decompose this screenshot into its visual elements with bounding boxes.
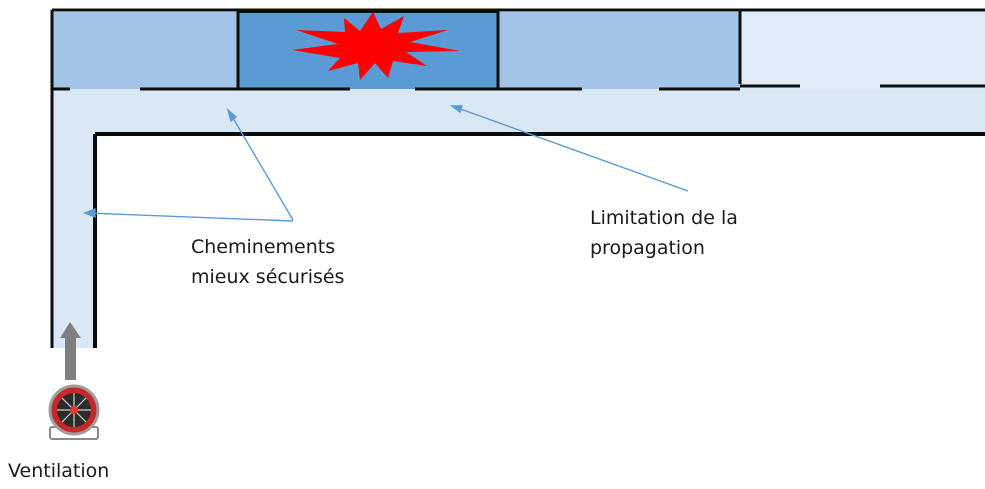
corridor bbox=[52, 89, 985, 348]
label-limitation-line1: Limitation de la bbox=[590, 207, 738, 229]
label-cheminements: Cheminements mieux sécurisés bbox=[191, 232, 344, 292]
airflow-arrow-icon bbox=[60, 322, 81, 380]
arrow-to-corridor-left bbox=[87, 212, 294, 222]
arrow-to-corridor-top bbox=[229, 112, 294, 221]
fire-burst-icon bbox=[292, 12, 460, 80]
label-cheminements-line1: Cheminements bbox=[191, 236, 336, 258]
arrow-head-1 bbox=[226, 107, 238, 123]
annotation-arrows bbox=[83, 105, 689, 222]
label-limitation-line2: propagation bbox=[590, 237, 705, 259]
label-cheminements-line2: mieux sécurisés bbox=[191, 266, 345, 288]
arrow-head-3 bbox=[449, 105, 463, 114]
room-1 bbox=[52, 12, 238, 89]
arrow-to-door bbox=[454, 106, 689, 192]
label-ventilation: Ventilation bbox=[8, 460, 110, 482]
ventilation-fan-icon bbox=[48, 384, 100, 440]
room-3 bbox=[498, 12, 740, 89]
arrow-head-2 bbox=[83, 207, 96, 219]
room-4 bbox=[740, 12, 985, 89]
walls bbox=[50, 8, 985, 348]
label-limitation: Limitation de la propagation bbox=[590, 203, 738, 263]
